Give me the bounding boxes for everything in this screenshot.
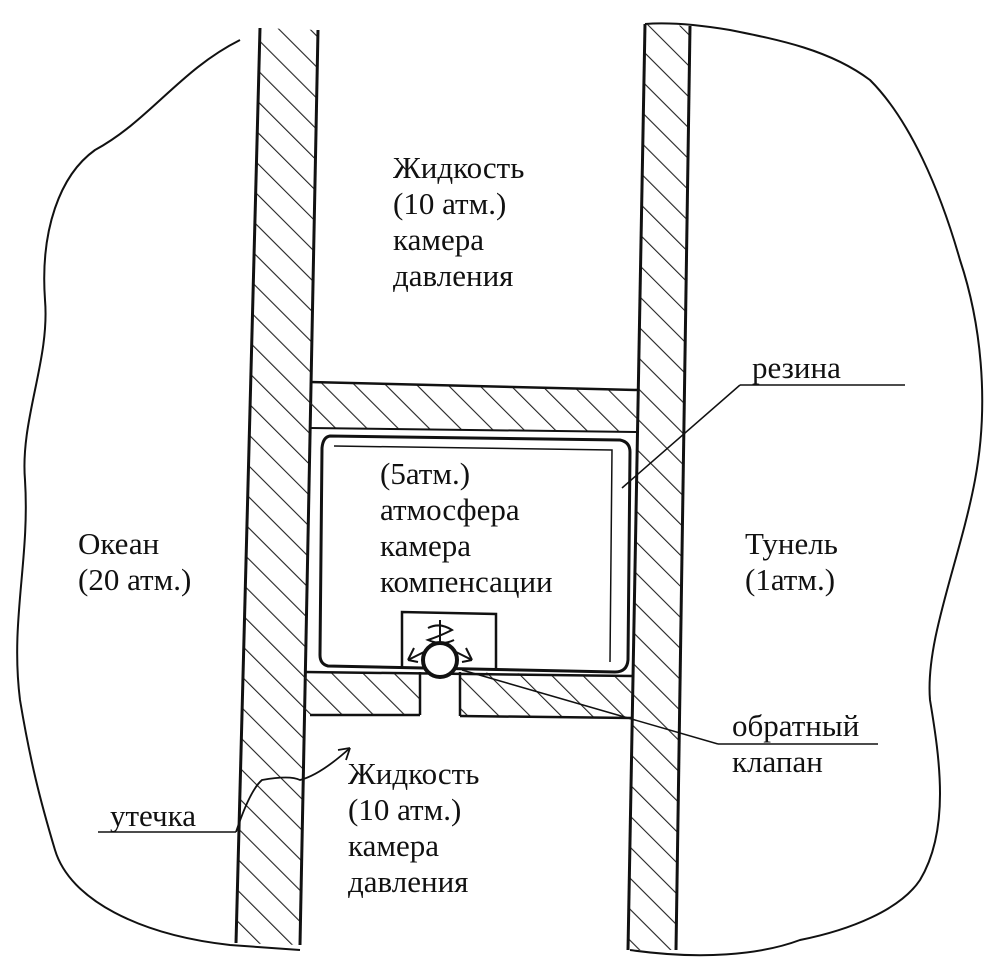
rubber-membrane-top [309, 380, 639, 433]
check-valve [400, 610, 498, 679]
compensation-chamber-box [318, 434, 632, 674]
rubber-callout-label: резина [752, 350, 841, 385]
check-valve-callout-label: обратный клапан [732, 708, 860, 779]
leak-callout-label: утечка [110, 798, 196, 833]
left-wall [234, 27, 320, 946]
tunnel-label: Тунель (1атм.) [745, 526, 838, 597]
rubber-membrane-bottom [304, 670, 633, 720]
upper-pressure-chamber-label: Жидкость (10 атм.) камера давления [393, 150, 525, 293]
outer-boundary [16, 22, 984, 957]
callout-lines [98, 384, 905, 833]
lower-pressure-chamber-label: Жидкость (10 атм.) камера давления [348, 756, 480, 899]
ocean-label: Океан (20 атм.) [78, 526, 192, 597]
compensation-chamber-label: (5атм.) атмосфера камера компенсации [380, 456, 553, 599]
right-wall [626, 23, 692, 951]
